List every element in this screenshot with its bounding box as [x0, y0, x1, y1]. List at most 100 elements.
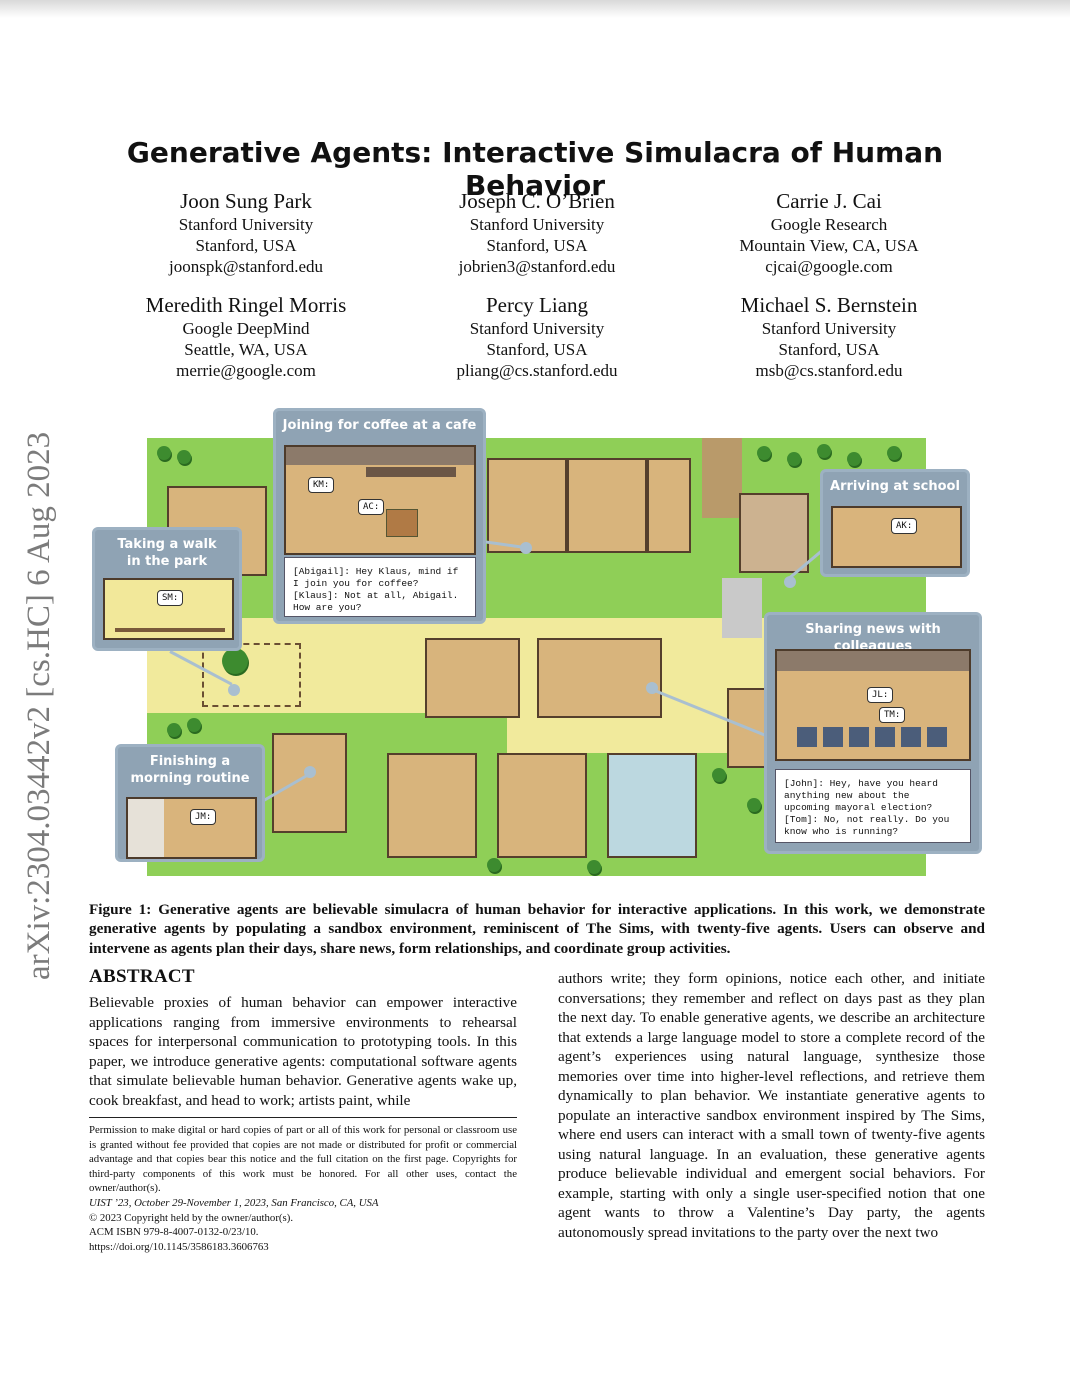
- author-name: Michael S. Bernstein: [740, 293, 918, 317]
- footnote-permission: Permission to make digital or hard copie…: [89, 1124, 517, 1195]
- author-block: Joseph C. O’Brien Stanford University St…: [387, 188, 687, 277]
- tree: [712, 768, 726, 782]
- speech-bubble-jl: JL:: [867, 687, 894, 703]
- house: [272, 733, 347, 833]
- callout-morning: Finishing a morning routine JM:: [115, 744, 265, 862]
- abstract-left-column: Believable proxies of human behavior can…: [89, 993, 517, 1110]
- house: [425, 638, 520, 718]
- abstract-text-right: authors write; they form opinions, notic…: [558, 970, 985, 1241]
- author-location: Stanford, USA: [195, 236, 297, 255]
- author-affiliation: Stanford University: [178, 215, 314, 234]
- office-scene: JL: TM:: [775, 649, 971, 761]
- author-affiliation: Stanford University: [469, 319, 605, 338]
- tree: [887, 446, 901, 460]
- author-affiliation: Stanford University: [469, 215, 605, 234]
- footnote-venue: UIST ’23, October 29-November 1, 2023, S…: [89, 1196, 379, 1209]
- callout-anchor-dot: [304, 766, 316, 778]
- office-wall: [777, 651, 969, 671]
- cafe-dialog: [Abigail]: Hey Klaus, mind if I join you…: [284, 557, 476, 617]
- tree: [222, 648, 248, 674]
- author-affiliation: Google Research: [770, 215, 888, 234]
- author-name: Percy Liang: [485, 293, 589, 317]
- footnote-copyright: © 2023 Copyright held by the owner/autho…: [89, 1211, 294, 1224]
- speech-bubble-sm: SM:: [157, 590, 184, 606]
- tree: [587, 860, 601, 874]
- viewer-top-bar: [0, 0, 1070, 18]
- footnote-doi[interactable]: https://doi.org/10.1145/3586183.3606763: [89, 1240, 269, 1253]
- author-email[interactable]: jobrien3@stanford.edu: [458, 257, 616, 276]
- cafe-wall: [286, 447, 474, 465]
- footnote: Permission to make digital or hard copie…: [89, 1123, 517, 1254]
- author-email[interactable]: merrie@google.com: [176, 361, 316, 380]
- tree: [157, 446, 171, 460]
- callout-label: Arriving at school: [830, 479, 960, 494]
- cafe-counter: [366, 467, 456, 477]
- author-name: Carrie J. Cai: [776, 189, 882, 213]
- house: [647, 458, 691, 553]
- arxiv-stamp: arXiv:2304.03442v2 [cs.HC] 6 Aug 2023: [21, 431, 57, 980]
- figure-caption: Figure 1: Generative agents are believab…: [89, 901, 985, 957]
- callout-anchor-dot: [646, 682, 658, 694]
- speech-bubble-ac: AC:: [358, 499, 385, 515]
- author-email[interactable]: msb@cs.stanford.edu: [755, 361, 903, 380]
- park-scene: SM:: [103, 578, 234, 640]
- speech-bubble-tm: TM:: [879, 707, 906, 723]
- author-affiliation: Google DeepMind: [182, 319, 310, 338]
- callout-school: Arriving at school AK:: [820, 469, 970, 577]
- tree: [167, 723, 181, 737]
- author-email[interactable]: joonspk@stanford.edu: [169, 257, 323, 276]
- callout-anchor-dot: [784, 576, 796, 588]
- author-block: Michael S. Bernstein Stanford University…: [679, 292, 979, 381]
- shop: [537, 638, 662, 718]
- school-building: [739, 493, 809, 573]
- colleagues-dialog: [John]: Hey, have you heard anything new…: [775, 769, 971, 843]
- tree: [847, 452, 861, 466]
- house: [567, 458, 647, 553]
- tree: [747, 798, 761, 812]
- house: [497, 753, 587, 858]
- paper-title: Generative Agents: Interactive Simulacra…: [126, 136, 944, 202]
- speech-bubble-jm: JM:: [190, 809, 217, 825]
- tree: [177, 450, 191, 464]
- footnote-isbn: ACM ISBN 979-8-4007-0132-0/23/10.: [89, 1226, 259, 1239]
- callout-label: Finishing a morning routine: [130, 754, 250, 786]
- author-location: Mountain View, CA, USA: [739, 236, 919, 255]
- callout-colleagues: Sharing news with colleagues JL: TM: [Jo…: [764, 612, 982, 854]
- abstract-text-left: Believable proxies of human behavior can…: [89, 994, 517, 1109]
- callout-label: Taking a walk in the park: [117, 537, 217, 569]
- callout-anchor-dot: [520, 542, 532, 554]
- abstract-right-column: authors write; they form opinions, notic…: [558, 969, 985, 1242]
- author-affiliation: Stanford University: [761, 319, 897, 338]
- house: [607, 753, 697, 858]
- author-block: Percy Liang Stanford University Stanford…: [387, 292, 687, 381]
- park-fence: [202, 643, 301, 707]
- school-scene: AK:: [831, 506, 962, 568]
- kitchen-floor: [128, 799, 164, 857]
- author-block: Carrie J. Cai Google Research Mountain V…: [679, 188, 979, 277]
- author-location: Stanford, USA: [486, 340, 588, 359]
- callout-anchor-dot: [228, 684, 240, 696]
- author-name: Joon Sung Park: [180, 189, 312, 213]
- park-fence: [115, 628, 225, 632]
- author-location: Seattle, WA, USA: [184, 340, 308, 359]
- house: [387, 753, 477, 858]
- speech-bubble-ak: AK:: [891, 518, 918, 534]
- callout-cafe: Joining for coffee at a cafe KM: AC: [Ab…: [273, 408, 486, 624]
- tree: [187, 718, 201, 732]
- author-email[interactable]: cjcai@google.com: [765, 257, 893, 276]
- dirt-road: [702, 438, 742, 518]
- footnote-rule: [89, 1117, 517, 1118]
- tree: [787, 452, 801, 466]
- author-block: Meredith Ringel Morris Google DeepMind S…: [96, 292, 396, 381]
- author-block: Joon Sung Park Stanford University Stanf…: [96, 188, 396, 277]
- tree: [487, 858, 501, 872]
- stone-path: [722, 578, 762, 638]
- cafe-scene: KM: AC:: [284, 445, 476, 555]
- callout-park: Taking a walk in the park SM:: [92, 527, 242, 651]
- author-location: Stanford, USA: [778, 340, 880, 359]
- cafe-table: [386, 509, 418, 537]
- author-email[interactable]: pliang@cs.stanford.edu: [456, 361, 618, 380]
- speech-bubble-km: KM:: [308, 477, 335, 493]
- tree: [817, 444, 831, 458]
- author-name: Joseph C. O’Brien: [459, 189, 615, 213]
